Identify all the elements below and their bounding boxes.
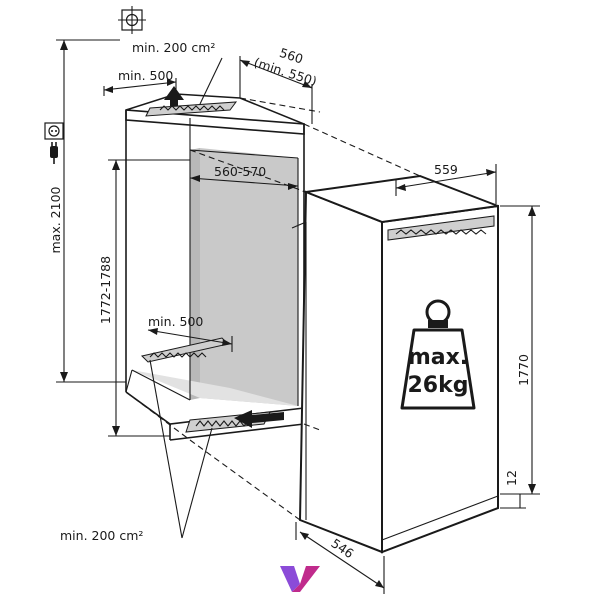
label-niche-height: 1772-1788: [98, 256, 113, 324]
label-gap: 12: [504, 470, 519, 486]
label-appliance-width: 559: [434, 162, 458, 177]
dimension-vent-top-depth: min. 500: [103, 68, 177, 96]
label-vent-bottom: min. 200 cm²: [60, 528, 143, 543]
dimension-niche-depth: 560 (min. 550): [239, 45, 319, 124]
label-max-height: max. 2100: [48, 186, 63, 253]
label-appliance-height: 1770: [516, 354, 531, 386]
label-niche-width: 560-570: [214, 164, 266, 179]
dimension-gap: 12: [500, 470, 526, 509]
label-vent-top: min. 200 cm²: [132, 40, 215, 55]
plumb-crosshair-icon: [118, 6, 146, 34]
airflow-arrow-up: [164, 86, 184, 106]
power-socket-icon: [44, 122, 64, 140]
dimension-max-height: max. 2100: [48, 39, 126, 383]
dimension-appliance-width: 559: [395, 162, 497, 204]
label-vent-bottom-depth: min. 500: [148, 314, 203, 329]
dimension-niche-width: 560-570: [189, 164, 299, 190]
power-plug-icon: [50, 142, 58, 164]
weight-icon: max. 26kg: [400, 299, 476, 410]
label-vent-top-depth: min. 500: [118, 68, 173, 83]
weight-line1: max.: [408, 345, 468, 370]
weight-line2: 26kg: [408, 373, 469, 398]
dimension-niche-height: 1772-1788: [98, 159, 190, 437]
niche: [125, 93, 305, 441]
top-vent-grille: [145, 101, 238, 117]
dimension-vent-top: min. 200 cm²: [132, 40, 223, 105]
dimension-vent-bottom-depth: min. 500: [147, 314, 233, 352]
label-niche-depth: 560: [278, 45, 305, 67]
dimension-appliance-height: 1770: [500, 205, 540, 495]
airflow-arrow-in: [234, 410, 284, 428]
logo-v-icon: [280, 566, 320, 592]
dimension-vent-bottom: min. 200 cm²: [60, 359, 213, 543]
